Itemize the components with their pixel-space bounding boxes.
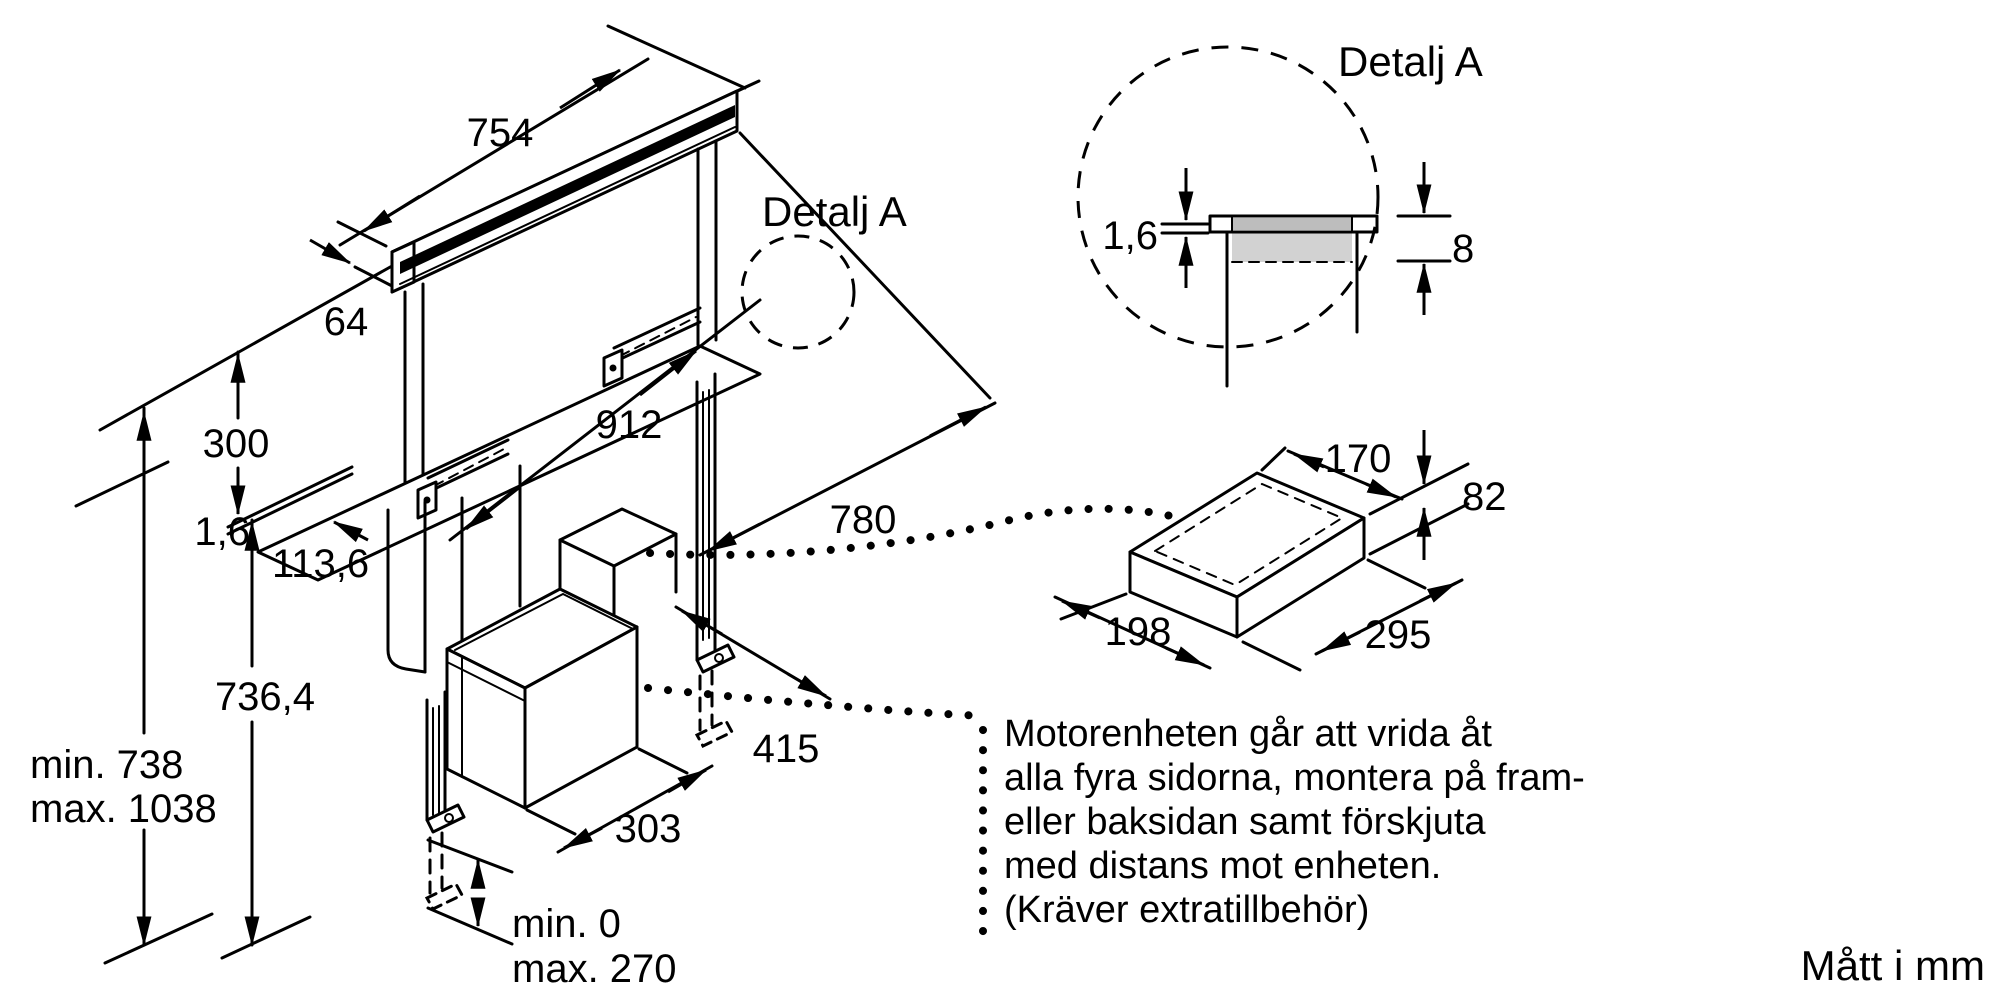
motor-unit-box: 170 82 198 295 (1053, 430, 1507, 672)
dim-300: 300 (203, 350, 270, 516)
motor-note-line: (Kräver extratillbehör) (1004, 889, 1370, 931)
mounting-rails (416, 306, 702, 520)
dim-min0-label: min. 0 (512, 902, 621, 946)
motor-box (445, 587, 639, 810)
dim-min738-label: min. 738 (30, 743, 183, 787)
dim-64: 64 (309, 238, 394, 344)
units-note: Mått i mm (1801, 942, 1985, 989)
dim-303: 303 (525, 747, 714, 854)
box-170-label: 170 (1325, 437, 1392, 481)
detail-recess-depth-label: 8 (1452, 227, 1474, 271)
dim-min738-max1038: min. 738 max. 1038 (30, 406, 217, 965)
dim-780: 780 (698, 401, 997, 557)
worktop-lines (74, 131, 992, 508)
dim-64-label: 64 (324, 300, 369, 344)
connector-box (558, 507, 678, 622)
dim-912: 912 (448, 298, 762, 542)
detail-callout: Detalj A (740, 188, 907, 350)
detail-lip-thickness-label: 1,6 (1102, 214, 1158, 258)
motor-note-line: alla fyra sidorna, montera på fram- (1004, 757, 1585, 799)
left-bracket (424, 690, 466, 911)
detail-callout-label: Detalj A (762, 188, 907, 235)
motor-note: Motorenheten går att vrida åt alla fyra … (1004, 712, 1684, 932)
motor-note-line: med distans mot enheten. (1004, 845, 1442, 887)
hood-panel (390, 79, 761, 294)
right-bracket (694, 372, 736, 748)
dim-736-4-label: 736,4 (215, 675, 315, 719)
rail-screw-hole (609, 364, 617, 372)
duct-body (386, 464, 522, 674)
dim-113-6: 113,6 736,4 (215, 518, 369, 960)
dim-300-label: 300 (203, 422, 270, 466)
detail-a-section: Detalj A 1,6 8 (1076, 38, 1483, 388)
dim-1-6-label: 1,6 (194, 510, 250, 554)
dim-max270-label: max. 270 (512, 947, 677, 991)
support-columns (403, 139, 718, 497)
counter-flange (256, 344, 762, 582)
motor-note-line: eller baksidan samt förskjuta (1004, 801, 1486, 843)
bracket-screw-hole (714, 653, 724, 663)
detail-a-title: Detalj A (1338, 38, 1483, 85)
box-295-label: 295 (1365, 613, 1432, 657)
dim-415-label: 415 (753, 727, 820, 771)
dim-113-6-label: 113,6 (272, 542, 369, 586)
dim-912-label: 912 (596, 403, 663, 447)
dim-303-label: 303 (615, 807, 682, 851)
recess-fill (1232, 232, 1352, 262)
motor-note-line: Motorenheten går att vrida åt (1004, 713, 1492, 755)
box-82-label: 82 (1462, 475, 1507, 519)
dim-min0-max270: min. 0 max. 270 (426, 838, 677, 991)
box-198-label: 198 (1105, 610, 1172, 654)
dim-780-label: 780 (830, 498, 897, 542)
lip-section-fill (1232, 218, 1352, 230)
glass-strip (400, 105, 735, 274)
dim-754: 754 (336, 24, 747, 248)
dim-754-label: 754 (467, 111, 534, 155)
bracket-screw-hole (444, 813, 454, 823)
dim-415: 415 (674, 605, 832, 771)
dim-max1038-label: max. 1038 (30, 787, 217, 831)
